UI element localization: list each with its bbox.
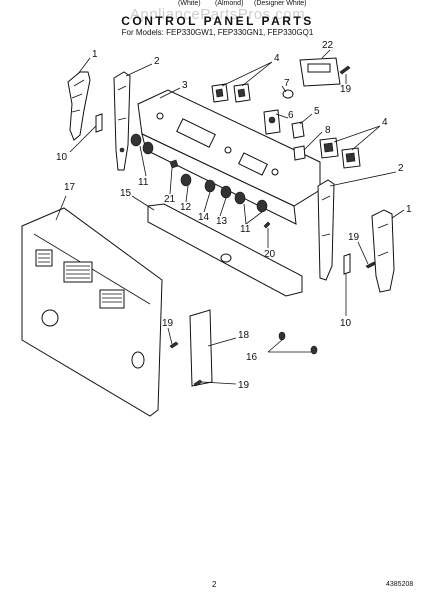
end-cap-left	[67, 71, 91, 141]
screw-top	[339, 65, 351, 75]
infinite-switch	[263, 109, 281, 135]
callout-22: 22	[322, 40, 334, 51]
selector-knob	[169, 159, 179, 169]
callout-4: 4	[274, 53, 280, 64]
callout-10: 10	[56, 152, 68, 163]
screw-20	[263, 221, 271, 229]
callout-5: 5	[314, 106, 320, 117]
rear-bracket	[189, 309, 213, 387]
callout-8: 8	[325, 125, 331, 136]
callout-2: 2	[154, 56, 160, 67]
clock-module	[299, 57, 341, 87]
diagram-title: CONTROL PANEL PARTS	[121, 14, 314, 28]
switches-right	[319, 137, 361, 169]
page-number: 2	[212, 580, 217, 589]
switch-small	[293, 145, 306, 161]
back-panel	[21, 207, 163, 417]
callout-20: 20	[264, 249, 276, 260]
clips-16	[278, 331, 318, 355]
end-cap-right	[371, 209, 395, 293]
callout-19: 19	[162, 318, 174, 329]
callout-3: 3	[182, 80, 188, 91]
callout-17: 17	[64, 182, 76, 193]
indicator-light	[282, 89, 294, 99]
clip-right	[343, 253, 351, 275]
callout-13: 13	[216, 216, 228, 227]
side-trim-right	[317, 179, 335, 281]
callout-10: 10	[340, 318, 352, 329]
finish-designer-white: (Designer White)	[254, 0, 307, 7]
switches-top	[211, 83, 251, 103]
callout-19: 19	[348, 232, 360, 243]
callout-21: 21	[164, 194, 176, 205]
leader-lines	[55, 49, 405, 385]
control-panel	[137, 89, 321, 225]
callout-labels: 1 2 3 4 22 19 7 5 6 8 4 10 11 21 12 14 1…	[56, 40, 412, 391]
callout-16: 16	[246, 352, 258, 363]
callout-14: 14	[198, 212, 210, 223]
callout-12: 12	[180, 202, 192, 213]
clip-left	[95, 113, 103, 133]
finish-row: (White) (Almond) (Designer White)	[0, 0, 435, 10]
callout-1: 1	[406, 204, 412, 215]
callout-1: 1	[92, 49, 98, 60]
knobs-center	[180, 173, 232, 199]
finish-white: (White)	[178, 0, 201, 7]
knobs-left	[130, 133, 154, 155]
callout-11: 11	[138, 177, 149, 188]
models-line: For Models: FEP330GW1, FEP330GN1, FEP330…	[121, 28, 314, 37]
watermark: AppliancePartsPros.com	[129, 6, 306, 23]
terminal-block	[291, 121, 305, 139]
callout-7: 7	[284, 78, 290, 89]
callout-11: 11	[240, 224, 251, 235]
callout-19: 19	[238, 380, 250, 391]
callout-15: 15	[120, 188, 132, 199]
callout-2: 2	[398, 163, 404, 174]
document-number: 4385208	[386, 581, 414, 588]
callout-4: 4	[382, 117, 388, 128]
lower-panel	[147, 203, 303, 297]
callout-19: 19	[340, 84, 352, 95]
callout-6: 6	[288, 110, 294, 121]
finish-almond: (Almond)	[215, 0, 244, 7]
callout-18: 18	[238, 330, 250, 341]
side-trim-left	[113, 71, 131, 171]
